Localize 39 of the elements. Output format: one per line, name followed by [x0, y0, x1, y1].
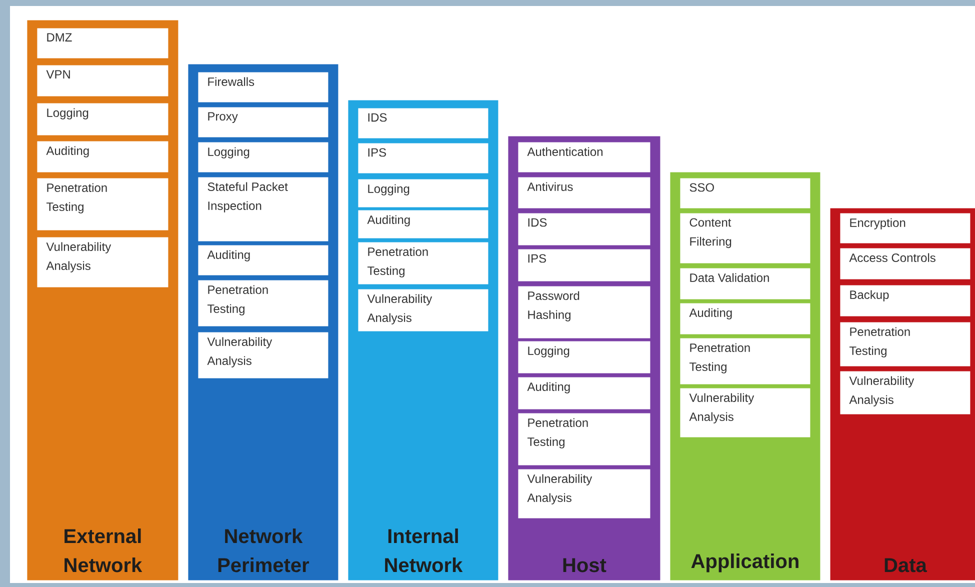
item-box: Logging	[37, 103, 168, 136]
item-box: Logging	[518, 341, 650, 374]
item-box: Password Hashing	[518, 286, 650, 338]
item-box: Penetration Testing	[680, 338, 810, 384]
item-box: Penetration Testing	[37, 178, 168, 230]
item-box: Antivirus	[518, 177, 650, 208]
item-box: IDS	[518, 213, 650, 246]
item-box: Authentication	[518, 142, 650, 172]
item-box: Proxy	[198, 107, 328, 138]
item-box: Stateful Packet Inspection	[198, 177, 328, 242]
item-box: VPN	[37, 65, 168, 96]
item-box: Vulnerability Analysis	[680, 388, 810, 438]
item-box: Data Validation	[680, 268, 810, 300]
item-box: Penetration Testing	[358, 242, 488, 284]
item-box: Access Controls	[840, 248, 970, 280]
item-box: IPS	[358, 143, 488, 174]
item-box: Logging	[198, 142, 328, 172]
item-box: Auditing	[358, 210, 488, 238]
item-box: Backup	[840, 285, 970, 316]
item-box: Vulnerability Analysis	[518, 469, 650, 518]
item-box: Penetration Testing	[518, 413, 650, 466]
item-box: Vulnerability Analysis	[840, 371, 970, 414]
item-box: IDS	[358, 108, 488, 138]
item-box: Auditing	[518, 377, 650, 410]
item-box: Firewalls	[198, 72, 328, 102]
item-box: Penetration Testing	[198, 280, 328, 326]
item-box: Logging	[358, 179, 488, 208]
item-box: Encryption	[840, 213, 970, 244]
item-box: IPS	[518, 249, 650, 282]
item-box: Auditing	[198, 245, 328, 276]
item-box: Penetration Testing	[840, 322, 970, 366]
item-box: Vulnerability Analysis	[358, 289, 488, 332]
item-box: Vulnerability Analysis	[198, 332, 328, 378]
item-box: Vulnerability Analysis	[37, 237, 168, 288]
item-box: DMZ	[37, 28, 168, 58]
item-box: SSO	[680, 178, 810, 208]
item-box: Content Filtering	[680, 213, 810, 264]
item-box: Auditing	[680, 303, 810, 334]
item-box: Auditing	[37, 141, 168, 172]
